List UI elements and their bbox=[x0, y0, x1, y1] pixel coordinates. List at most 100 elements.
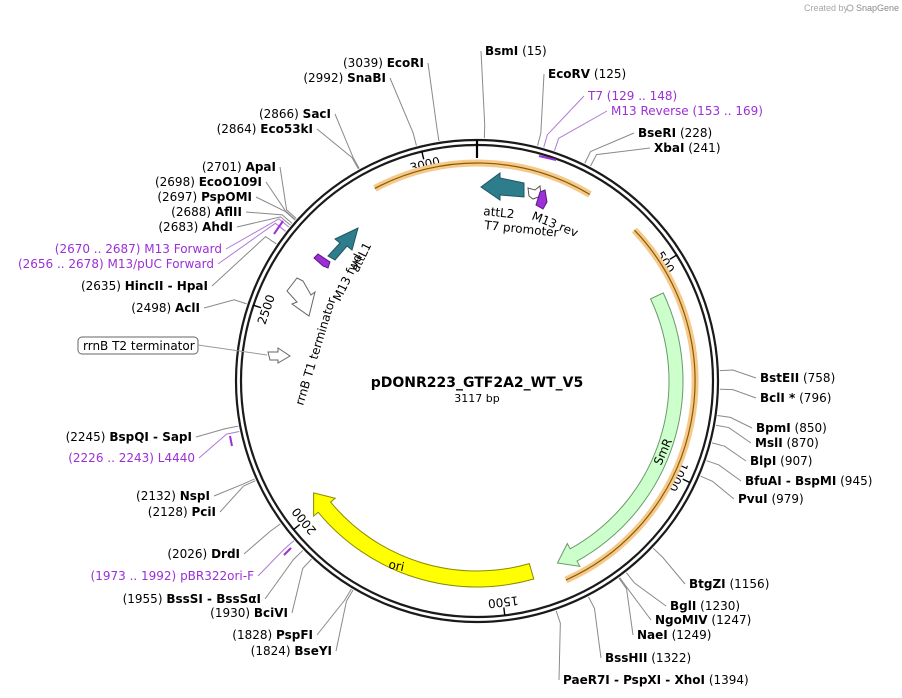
site-label[interactable]: (2226 .. 2243) L4440 bbox=[68, 451, 195, 465]
attl2-feature-arrow[interactable] bbox=[480, 172, 525, 201]
rrnb-t2-terminator-label: rrnB T2 terminator bbox=[83, 339, 195, 353]
site-label[interactable]: (2688) AflII bbox=[171, 205, 242, 219]
site-label[interactable]: (2864) Eco53kI bbox=[217, 122, 313, 136]
site-label[interactable]: NaeI (1249) bbox=[637, 628, 711, 642]
site-label[interactable]: (1973 .. 1992) pBR322ori-F bbox=[91, 569, 255, 583]
m13-rev-arrow[interactable] bbox=[535, 189, 548, 210]
site-name: NspI bbox=[180, 489, 210, 503]
site-label[interactable]: BfuAI - BspMI (945) bbox=[745, 474, 872, 488]
scale-tick-2500 bbox=[253, 304, 262, 309]
site-position: (1249) bbox=[672, 628, 712, 642]
site-label[interactable]: BlpI (907) bbox=[750, 454, 812, 468]
site-leader-line bbox=[584, 132, 635, 164]
site-position: (2697) bbox=[157, 190, 197, 204]
site-label[interactable]: MslI (870) bbox=[755, 436, 819, 450]
site-label[interactable]: (2498) AclI bbox=[131, 301, 200, 315]
smr-feature-arrow[interactable] bbox=[556, 292, 684, 567]
credit-created-by: Created by bbox=[804, 3, 849, 13]
site-label[interactable]: PvuI (979) bbox=[738, 492, 804, 506]
site-label[interactable]: NgoMIV (1247) bbox=[655, 613, 751, 627]
site-position: (129 .. 148) bbox=[607, 89, 677, 103]
site-position: (2670 .. 2687) bbox=[55, 242, 141, 256]
site-position: (2245) bbox=[66, 430, 106, 444]
primer-tick-pbr322ori bbox=[283, 547, 292, 556]
site-position: (1824) bbox=[251, 644, 291, 658]
site-position: (2683) bbox=[158, 220, 198, 234]
site-leader-line bbox=[590, 147, 651, 167]
site-leader-line bbox=[257, 540, 295, 577]
ori-feature-arrow[interactable] bbox=[313, 492, 535, 588]
site-label[interactable]: (2026) DrdI bbox=[167, 547, 240, 561]
site-label[interactable]: (2697) PspOMI bbox=[157, 190, 252, 204]
site-label[interactable]: (2992) SnaBI bbox=[303, 71, 386, 85]
site-label[interactable]: BsmI (15) bbox=[485, 44, 547, 58]
site-label[interactable]: (1828) PspFI bbox=[232, 628, 313, 642]
site-label[interactable]: BclI * (796) bbox=[760, 391, 831, 405]
smr-label: SmR bbox=[651, 436, 675, 467]
site-position: (1322) bbox=[651, 651, 691, 665]
site-label[interactable]: (2866) SacI bbox=[259, 107, 331, 121]
site-position: (945) bbox=[840, 474, 872, 488]
site-label[interactable]: (2698) EcoO109I bbox=[155, 175, 262, 189]
site-label[interactable]: BpmI (850) bbox=[756, 421, 827, 435]
site-name: BseRI bbox=[638, 126, 676, 140]
site-label[interactable]: BtgZI (1156) bbox=[689, 577, 769, 591]
rrnb-t2-leader bbox=[197, 344, 268, 356]
site-label[interactable]: M13 Reverse (153 .. 169) bbox=[611, 104, 763, 118]
site-label[interactable]: BssHII (1322) bbox=[605, 651, 691, 665]
site-name: SnaBI bbox=[347, 71, 386, 85]
site-name: EcoRV bbox=[548, 67, 591, 81]
site-leader-line bbox=[618, 577, 634, 636]
site-label[interactable]: BstEII (758) bbox=[760, 371, 835, 385]
site-label[interactable]: (2245) BspQI - SapI bbox=[66, 430, 192, 444]
site-label[interactable]: (1824) BseYI bbox=[251, 644, 332, 658]
site-label[interactable]: (2132) NspI bbox=[136, 489, 210, 503]
site-label[interactable]: (1930) BciVI bbox=[210, 606, 288, 620]
site-label[interactable]: (3039) EcoRI bbox=[343, 56, 424, 70]
site-name: BciVI bbox=[254, 606, 288, 620]
site-name: BseYI bbox=[294, 644, 332, 658]
site-label[interactable]: EcoRV (125) bbox=[548, 67, 626, 81]
site-position: (1973 .. 1992) bbox=[91, 569, 177, 583]
site-label[interactable]: (2670 .. 2687) M13 Forward bbox=[55, 242, 222, 256]
site-position: (907) bbox=[780, 454, 812, 468]
site-position: (2132) bbox=[136, 489, 176, 503]
site-label[interactable]: (2128) PciI bbox=[148, 505, 216, 519]
rrnb-t2-terminator-arrow[interactable] bbox=[267, 347, 291, 364]
site-name: BsmI bbox=[485, 44, 518, 58]
site-label[interactable]: (2656 .. 2678) M13/pUC Forward bbox=[18, 257, 214, 271]
site-label[interactable]: T7 (129 .. 148) bbox=[587, 89, 677, 103]
site-name: DrdI bbox=[211, 547, 240, 561]
site-label[interactable]: BglI (1230) bbox=[670, 599, 740, 613]
site-leader-line bbox=[480, 50, 486, 139]
site-label[interactable]: (2701) ApaI bbox=[202, 160, 276, 174]
site-position: (153 .. 169) bbox=[693, 104, 763, 118]
site-position: (3039) bbox=[343, 56, 383, 70]
site-name: L4440 bbox=[158, 451, 195, 465]
scale-tick-3000 bbox=[421, 151, 425, 160]
site-label[interactable]: XbaI (241) bbox=[654, 141, 721, 155]
site-position: (2864) bbox=[217, 122, 257, 136]
site-label[interactable]: BseRI (228) bbox=[638, 126, 712, 140]
rrnb-t1-terminator-arrow[interactable] bbox=[286, 277, 316, 317]
m13-fwd-arrow[interactable] bbox=[313, 253, 331, 269]
site-name: M13/pUC Forward bbox=[107, 257, 214, 271]
site-leader-line bbox=[213, 478, 255, 497]
site-name: PvuI bbox=[738, 492, 768, 506]
rrnb-t1-terminator-label: rrnB T1 terminator bbox=[292, 296, 338, 407]
site-label[interactable]: (1955) BssSI - BssSαI bbox=[123, 592, 261, 606]
site-position: (1230) bbox=[700, 599, 740, 613]
site-name: MslI bbox=[755, 436, 783, 450]
site-label[interactable]: (2635) HincII - HpaI bbox=[81, 279, 208, 293]
site-leader-line bbox=[265, 181, 296, 221]
site-name: EcoRI bbox=[387, 56, 424, 70]
attl1-feature-arrow[interactable] bbox=[327, 227, 359, 261]
site-name: M13 Forward bbox=[144, 242, 222, 256]
site-name: BclI * bbox=[760, 391, 796, 405]
site-label[interactable]: (2683) AhdI bbox=[158, 220, 233, 234]
site-name: BlpI bbox=[750, 454, 776, 468]
site-position: (2701) bbox=[202, 160, 242, 174]
site-label[interactable]: PaeR7I - PspXI - XhoI (1394) bbox=[563, 673, 749, 687]
site-position: (758) bbox=[803, 371, 835, 385]
scale-tick-label: 1500 bbox=[487, 593, 519, 610]
